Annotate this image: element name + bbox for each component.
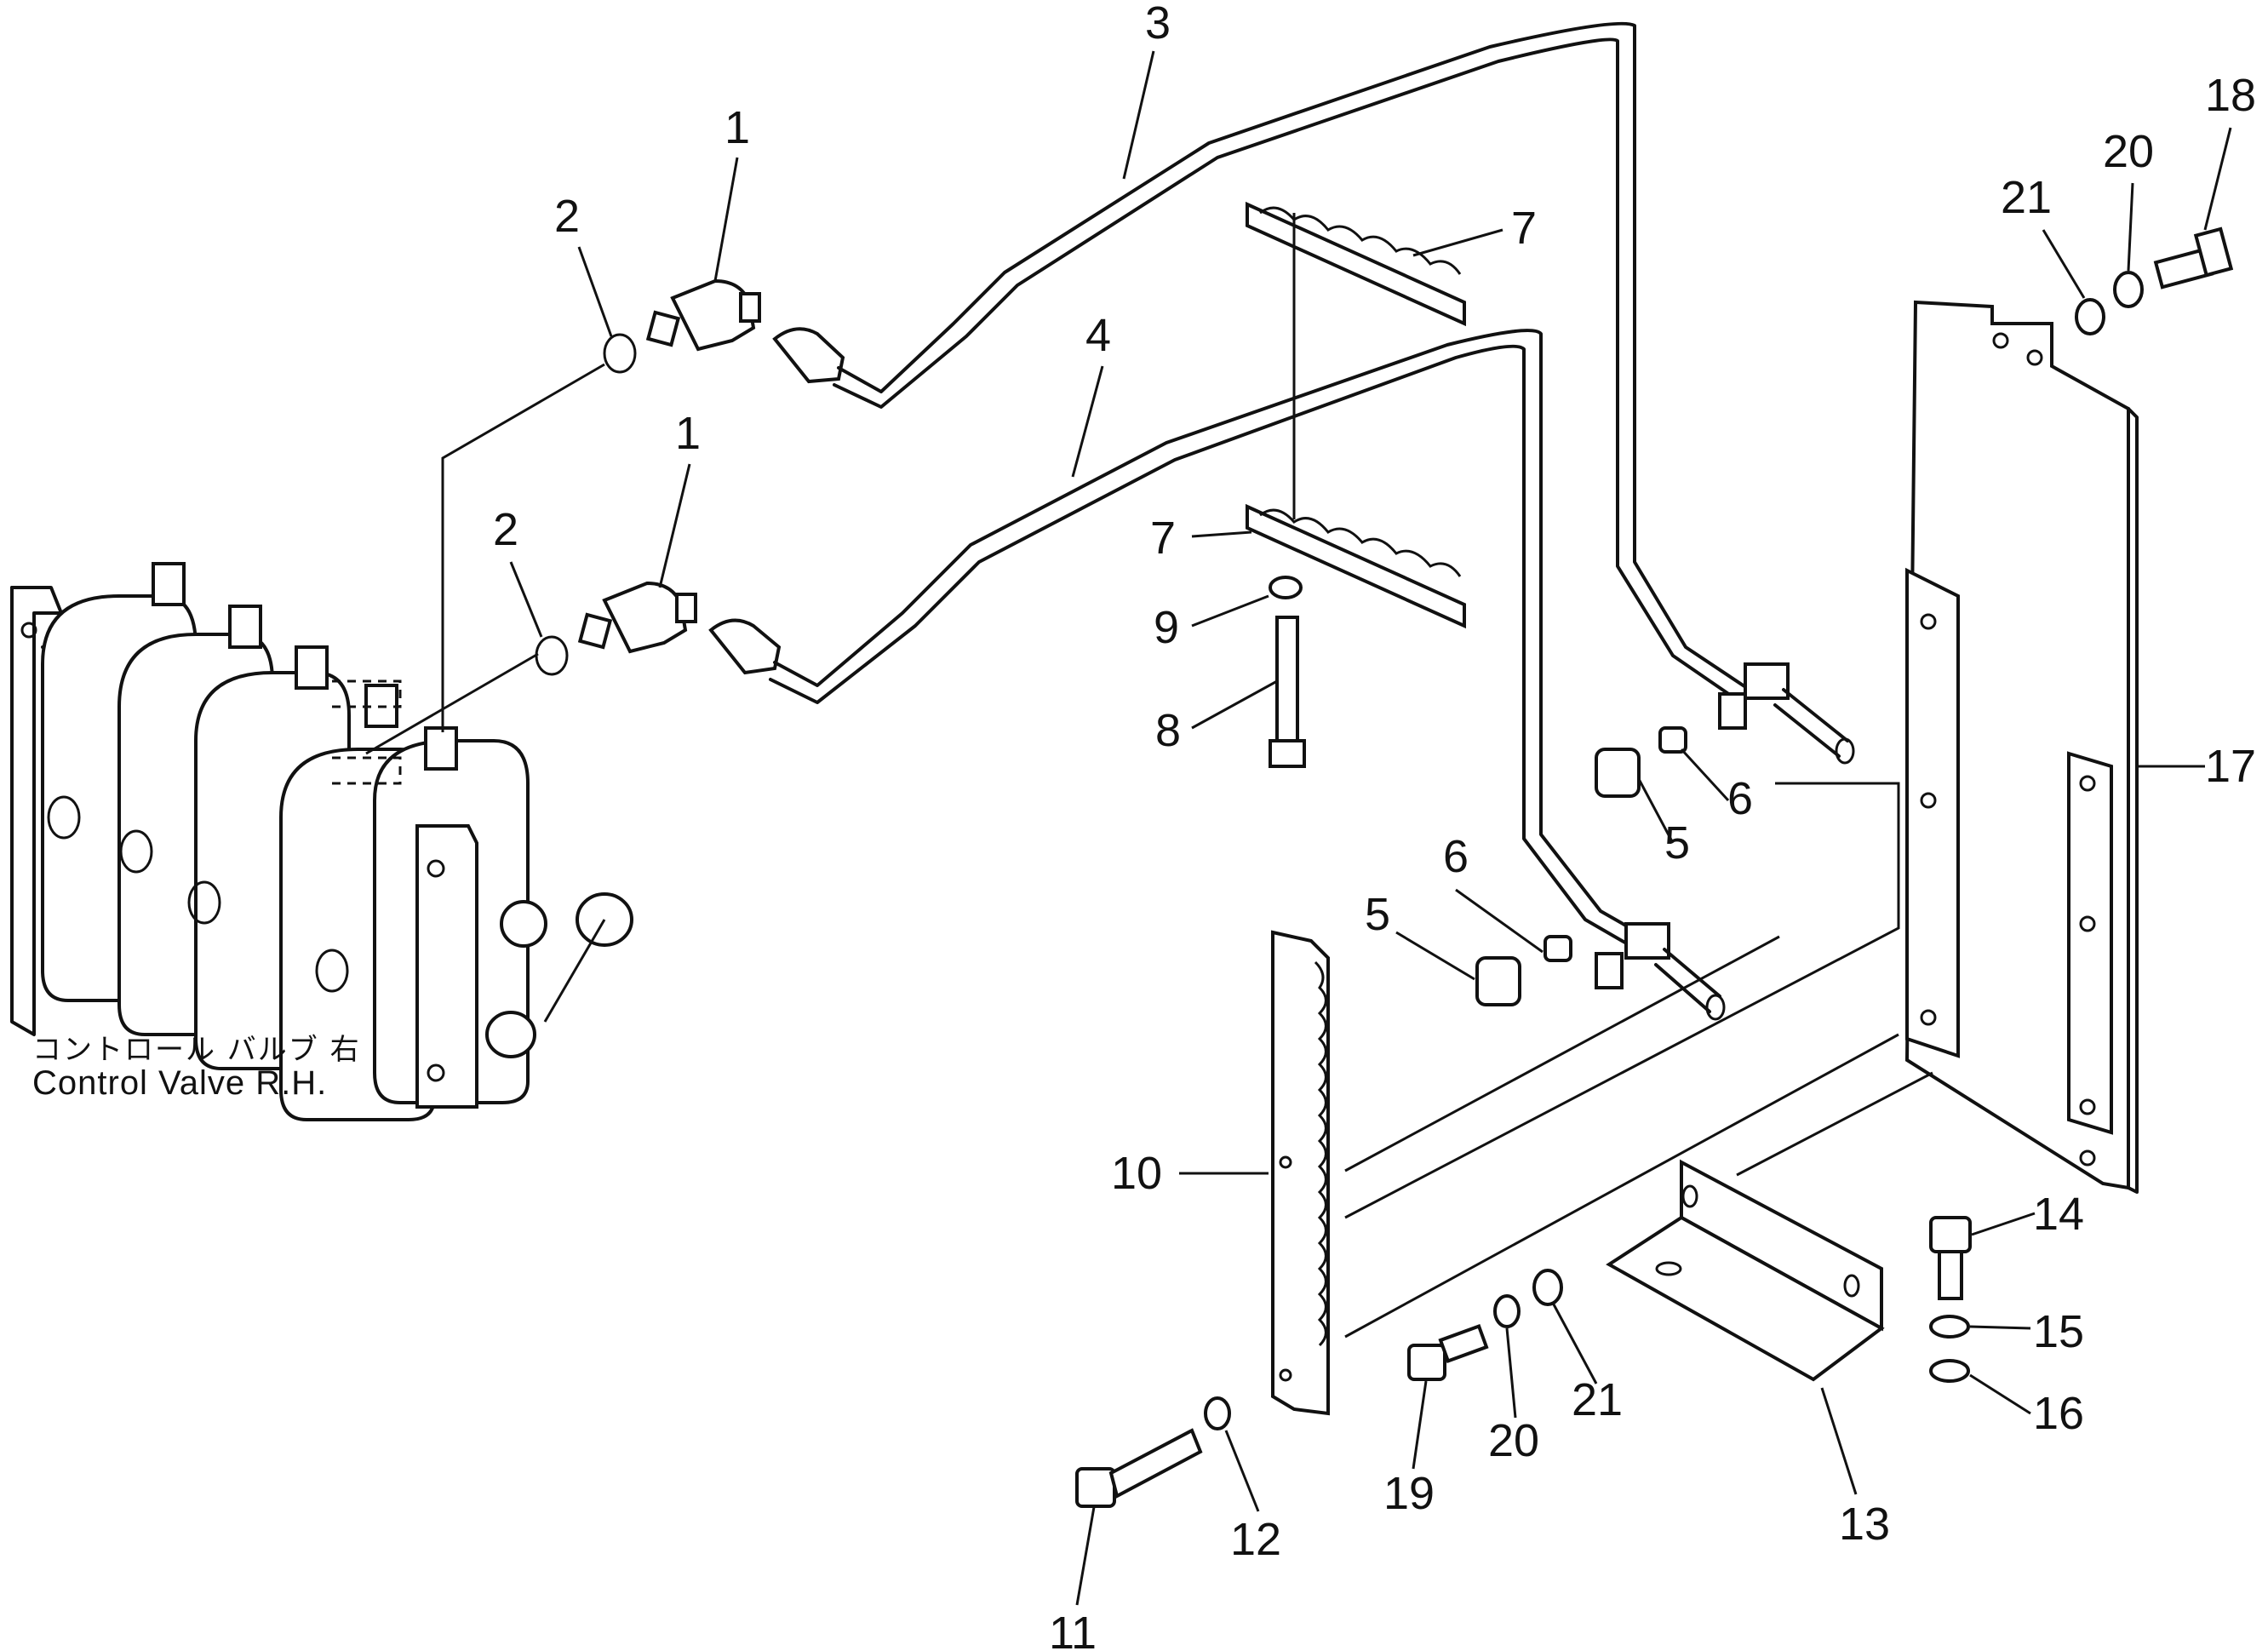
callout-7: 7 <box>1511 203 1537 254</box>
washer-21-top <box>2075 298 2105 335</box>
callout-19: 19 <box>1383 1468 1435 1519</box>
washer-20-top <box>2113 271 2144 308</box>
bolt-18 <box>2153 226 2234 289</box>
clamp-upper <box>1246 201 1466 327</box>
nut-5-lower <box>1475 956 1521 1006</box>
callout-21: 21 <box>1572 1374 1623 1425</box>
caption-japanese: コントロール バルブ 右 <box>32 1033 361 1067</box>
tube-3 <box>772 21 1855 765</box>
elbow-fitting-lower <box>577 581 697 654</box>
washer-16 <box>1929 1359 1970 1383</box>
caption-english: Control Valve R.H. <box>32 1064 328 1102</box>
leader-oring-upper <box>441 363 605 732</box>
callout-2: 2 <box>493 504 518 555</box>
callout-6: 6 <box>1443 831 1469 882</box>
callout-9: 9 <box>1154 602 1179 653</box>
callout-21: 21 <box>2001 172 2052 223</box>
plug-6-upper <box>1658 726 1687 754</box>
callout-12: 12 <box>1230 1514 1281 1565</box>
callout-14: 14 <box>2033 1189 2084 1240</box>
callout-11: 11 <box>1049 1608 1097 1651</box>
callout-1: 1 <box>675 408 701 459</box>
callout-17: 17 <box>2205 741 2256 792</box>
callout-15: 15 <box>2033 1306 2084 1357</box>
tube-4 <box>708 329 1726 1021</box>
callout-6: 6 <box>1727 773 1753 824</box>
callout-4: 4 <box>1085 310 1111 361</box>
washer-15 <box>1929 1315 1970 1339</box>
callout-8: 8 <box>1155 705 1181 756</box>
callout-18: 18 <box>2205 70 2256 121</box>
callout-3: 3 <box>1145 0 1171 49</box>
bolt-14 <box>1929 1216 1972 1300</box>
callout-20: 20 <box>1488 1415 1539 1466</box>
bolt-19 <box>1407 1324 1489 1381</box>
bolt-11 <box>1075 1428 1203 1508</box>
washer-20-bottom <box>1493 1294 1521 1328</box>
leader-oring-lower <box>365 652 539 755</box>
o-ring-upper <box>603 333 637 374</box>
elbow-fitting-upper <box>645 278 761 352</box>
callout-10: 10 <box>1111 1148 1162 1199</box>
bracket-17 <box>1904 300 2139 1194</box>
washer-12 <box>1204 1396 1231 1430</box>
callout-5: 5 <box>1365 889 1390 940</box>
washer-21-bottom <box>1532 1269 1563 1306</box>
callout-2: 2 <box>554 191 580 242</box>
callout-7: 7 <box>1150 513 1176 564</box>
plug-6-lower <box>1544 935 1572 962</box>
callout-labels: 1234127798656510171820211415161321201912… <box>493 0 2256 1651</box>
nut-5-upper <box>1595 748 1641 798</box>
callout-16: 16 <box>2033 1388 2084 1439</box>
callout-leaders <box>509 50 2232 1606</box>
washer-9 <box>1269 576 1303 599</box>
o-ring-lower <box>535 635 569 676</box>
control-valve-assembly <box>10 562 633 1121</box>
bolt-8 <box>1269 616 1306 768</box>
bracket-13 <box>1606 1159 1885 1382</box>
callout-1: 1 <box>724 102 750 153</box>
callout-5: 5 <box>1664 817 1690 868</box>
callout-20: 20 <box>2103 126 2154 177</box>
clamp-lower <box>1246 503 1466 629</box>
callout-13: 13 <box>1839 1499 1890 1550</box>
bracket-10 <box>1271 930 1330 1416</box>
